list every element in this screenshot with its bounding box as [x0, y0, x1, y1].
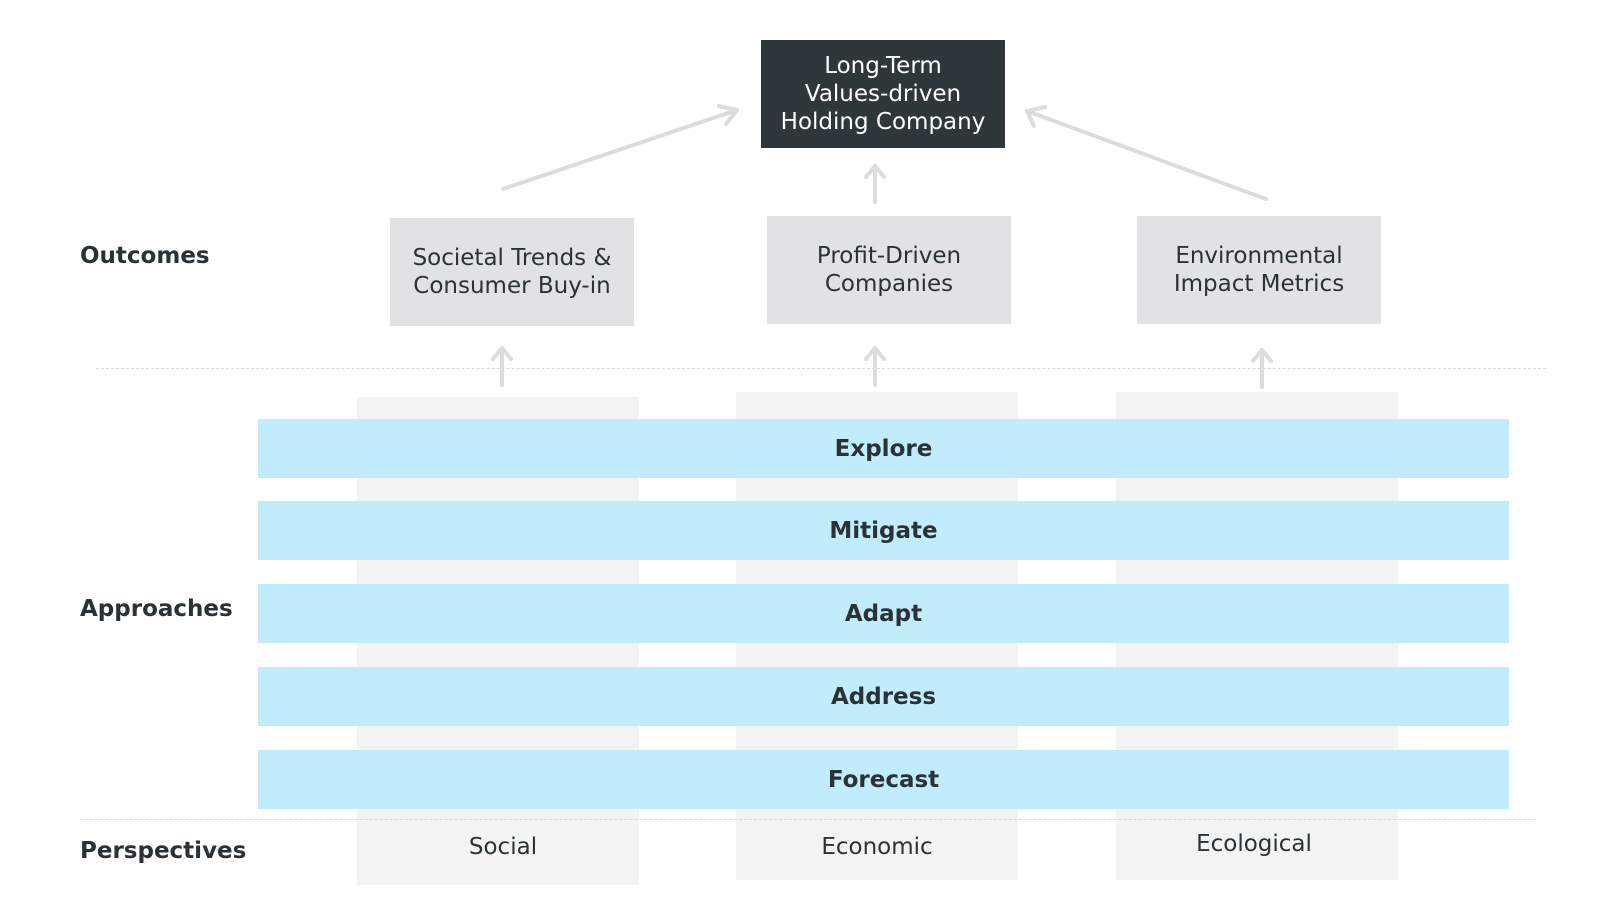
arrow-social-up: [491, 346, 513, 387]
approach-band-mitigate: Mitigate: [258, 501, 1509, 560]
goal-box: Long-Term Values-driven Holding Company: [761, 40, 1005, 148]
approach-band-address: Address: [258, 667, 1509, 726]
arrow-societal-to-goal: [501, 104, 739, 191]
approach-band-explore: Explore: [258, 419, 1509, 478]
arrow-profit-to-goal: [864, 164, 886, 204]
outcome-box-profit-driven: Profit-Driven Companies: [767, 216, 1011, 324]
arrow-economic-up: [864, 346, 886, 387]
row-label-approaches: Approaches: [80, 596, 233, 622]
arrow-environmental-to-goal: [1025, 105, 1268, 201]
separator-outcomes-approaches: [96, 368, 1546, 369]
approach-band-adapt: Adapt: [258, 584, 1509, 643]
row-label-outcomes: Outcomes: [80, 243, 210, 269]
approach-band-forecast: Forecast: [258, 750, 1509, 809]
outcome-box-societal-trends: Societal Trends & Consumer Buy-in: [390, 218, 634, 326]
perspective-label-economic: Economic: [821, 834, 933, 860]
outcome-box-environmental: Environmental Impact Metrics: [1137, 216, 1381, 324]
perspective-label-social: Social: [468, 834, 538, 860]
row-label-perspectives: Perspectives: [80, 838, 247, 864]
perspective-label-ecological: Ecological: [1196, 831, 1312, 857]
separator-approaches-perspectives: [80, 819, 1536, 820]
